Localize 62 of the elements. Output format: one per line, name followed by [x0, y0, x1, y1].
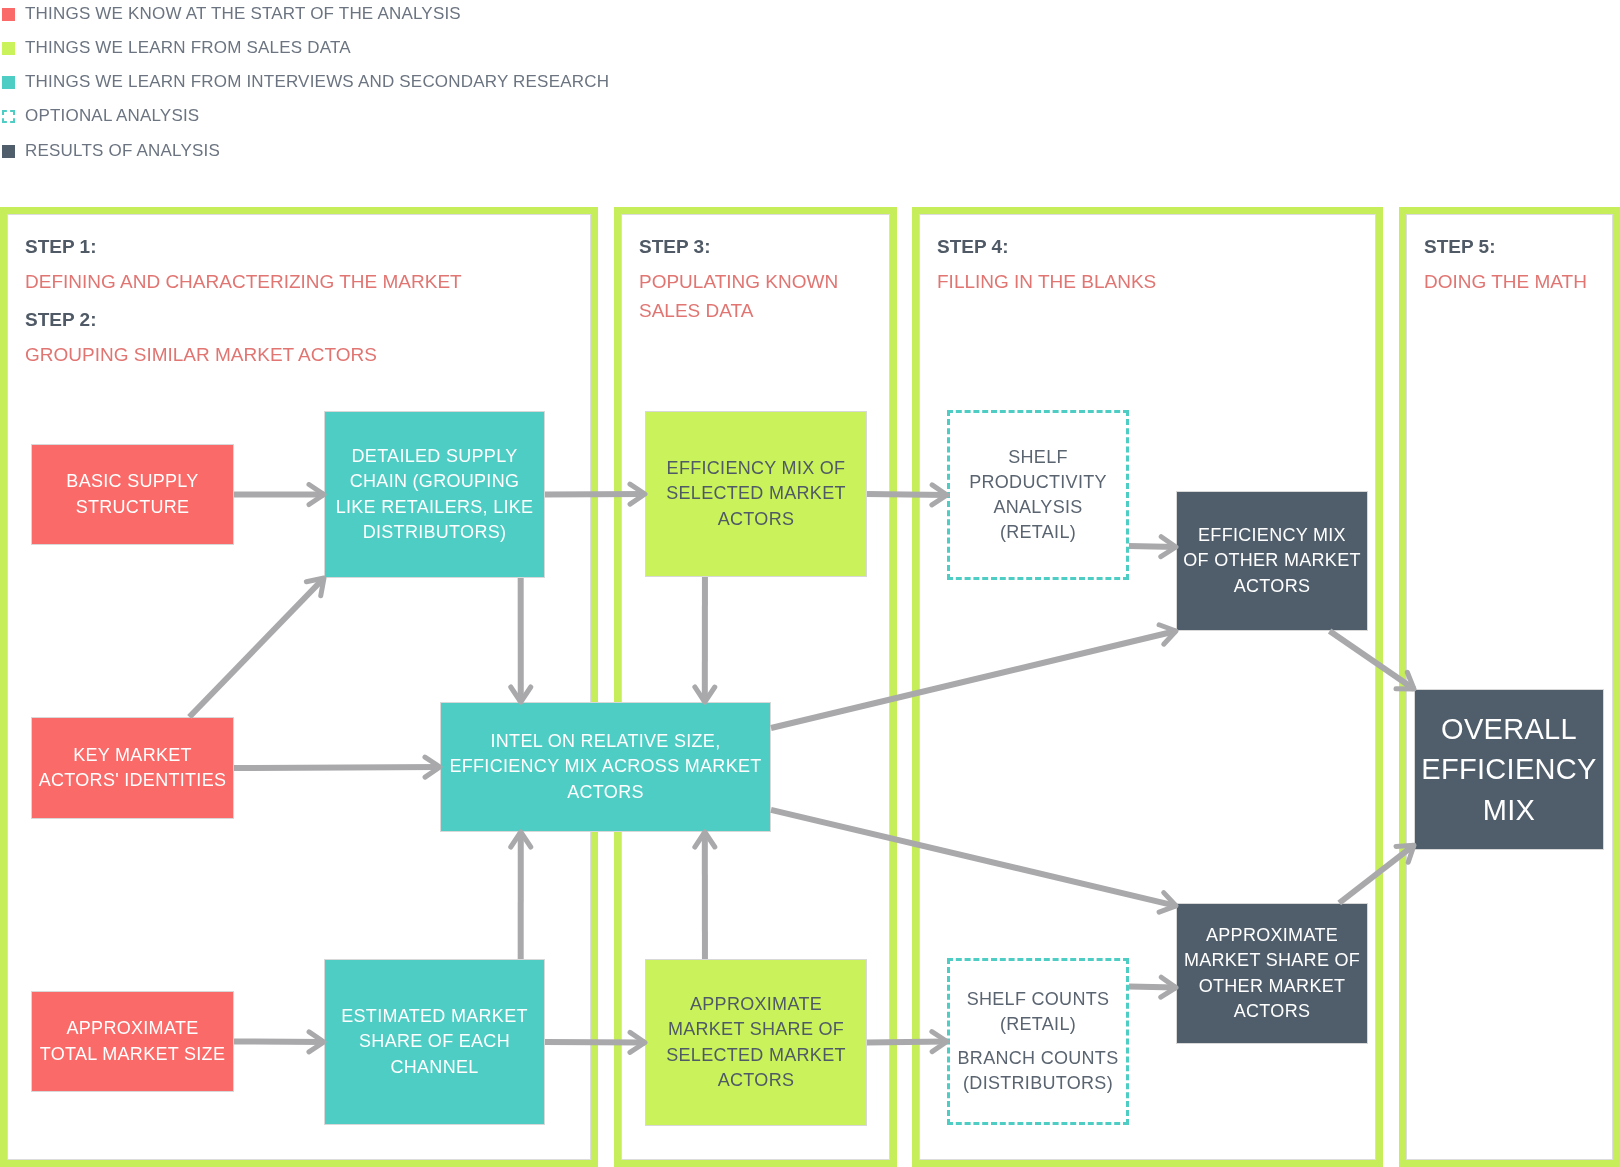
arrow: [545, 1029, 648, 1055]
optional-analysis-box: [947, 410, 1129, 580]
step-heading: FILLING IN THE BLANKS: [937, 270, 1158, 294]
arrow: [234, 482, 327, 507]
arrow: [234, 754, 443, 780]
optional-analysis-box: [947, 958, 1129, 1125]
step-label: STEP 3:: [639, 236, 712, 258]
box-text: EFFICIENCY MIX OF SELECTED MARKET ACTORS: [665, 457, 847, 531]
process-box: [31, 991, 234, 1092]
arrow: [770, 622, 1179, 731]
arrow: [545, 481, 648, 507]
step-label: STEP 4:: [937, 236, 1010, 258]
arrow: [508, 829, 534, 959]
legend-text: THINGS WE KNOW AT THE START OF THE ANALYSIS: [25, 4, 461, 24]
process-box: [324, 959, 545, 1125]
process-box: [31, 717, 234, 819]
step-label: STEP 5:: [1424, 236, 1497, 258]
legend-text: OPTIONAL ANALYSIS: [25, 106, 200, 126]
arrow: [233, 1029, 327, 1055]
arrow: [1128, 974, 1179, 1000]
process-box: [31, 444, 234, 545]
step-heading: POPULATING KNOWN SALES DATA: [639, 270, 840, 323]
box-text: EFFICIENCY MIX OF OTHER MARKET ACTORS: [1183, 524, 1361, 598]
process-box: [324, 411, 545, 578]
arrow: [866, 482, 950, 508]
box-text: APPROXIMATE MARKET SHARE OF SELECTED MARKET ACTORS: [665, 993, 847, 1092]
box-text: DETAILED SUPPLY CHAIN (GROUPING LIKE RETAILERS, LIKE DISTRIBUTORS): [334, 445, 535, 544]
arrow: [1327, 628, 1417, 692]
result-box: [1176, 491, 1368, 631]
process-box: [645, 959, 867, 1126]
process-box: [645, 411, 867, 577]
box-text: BRANCH COUNTS (DISTRIBUTORS): [956, 1046, 1120, 1095]
arrow: [692, 577, 718, 705]
box-text: SHELF COUNTS (RETAIL): [965, 988, 1111, 1037]
step-panel: [1399, 207, 1620, 1167]
box-text: INTEL ON RELATIVE SIZE, EFFICIENCY MIX ACROSS MARKET ACTORS: [448, 730, 763, 804]
arrow: [770, 807, 1179, 915]
box-text: ESTIMATED MARKET SHARE OF EACH CHANNEL: [340, 1005, 529, 1079]
arrow: [1128, 534, 1179, 560]
arrow: [692, 829, 718, 959]
legend-text: THINGS WE LEARN FROM SALES DATA: [25, 38, 351, 58]
process-box: [440, 702, 771, 832]
legend-text: RESULTS OF ANALYSIS: [25, 141, 220, 161]
arrow: [187, 575, 327, 720]
box-text: BASIC SUPPLY STRUCTURE: [65, 470, 200, 519]
box-text: SHELF PRODUCTIVITY ANALYSIS (RETAIL): [968, 445, 1108, 545]
result-box: [1176, 903, 1368, 1044]
arrow: [866, 1029, 950, 1055]
result-box: [1414, 689, 1604, 850]
box-text: APPROXIMATE TOTAL MARKET SIZE: [38, 1017, 227, 1066]
box-text: APPROXIMATE MARKET SHARE OF OTHER MARKET ACTORS: [1183, 924, 1361, 1023]
box-text: OVERALL EFFICIENCY MIX: [1421, 711, 1597, 828]
legend-text: THINGS WE LEARN FROM INTERVIEWS AND SECONDARY RESEARCH: [25, 72, 610, 92]
arrow: [1337, 842, 1417, 906]
step-heading: DEFINING AND CHARACTERIZING THE MARKET: [25, 270, 463, 294]
step-heading: GROUPING SIMILAR MARKET ACTORS: [25, 342, 378, 367]
step-panel: [912, 207, 1383, 1167]
step-heading: DOING THE MATH: [1424, 270, 1588, 294]
step-label: STEP 1:: [25, 236, 98, 258]
step-label: STEP 2:: [25, 308, 98, 331]
box-text: KEY MARKET ACTORS' IDENTITIES: [38, 743, 227, 792]
arrow: [508, 578, 534, 705]
